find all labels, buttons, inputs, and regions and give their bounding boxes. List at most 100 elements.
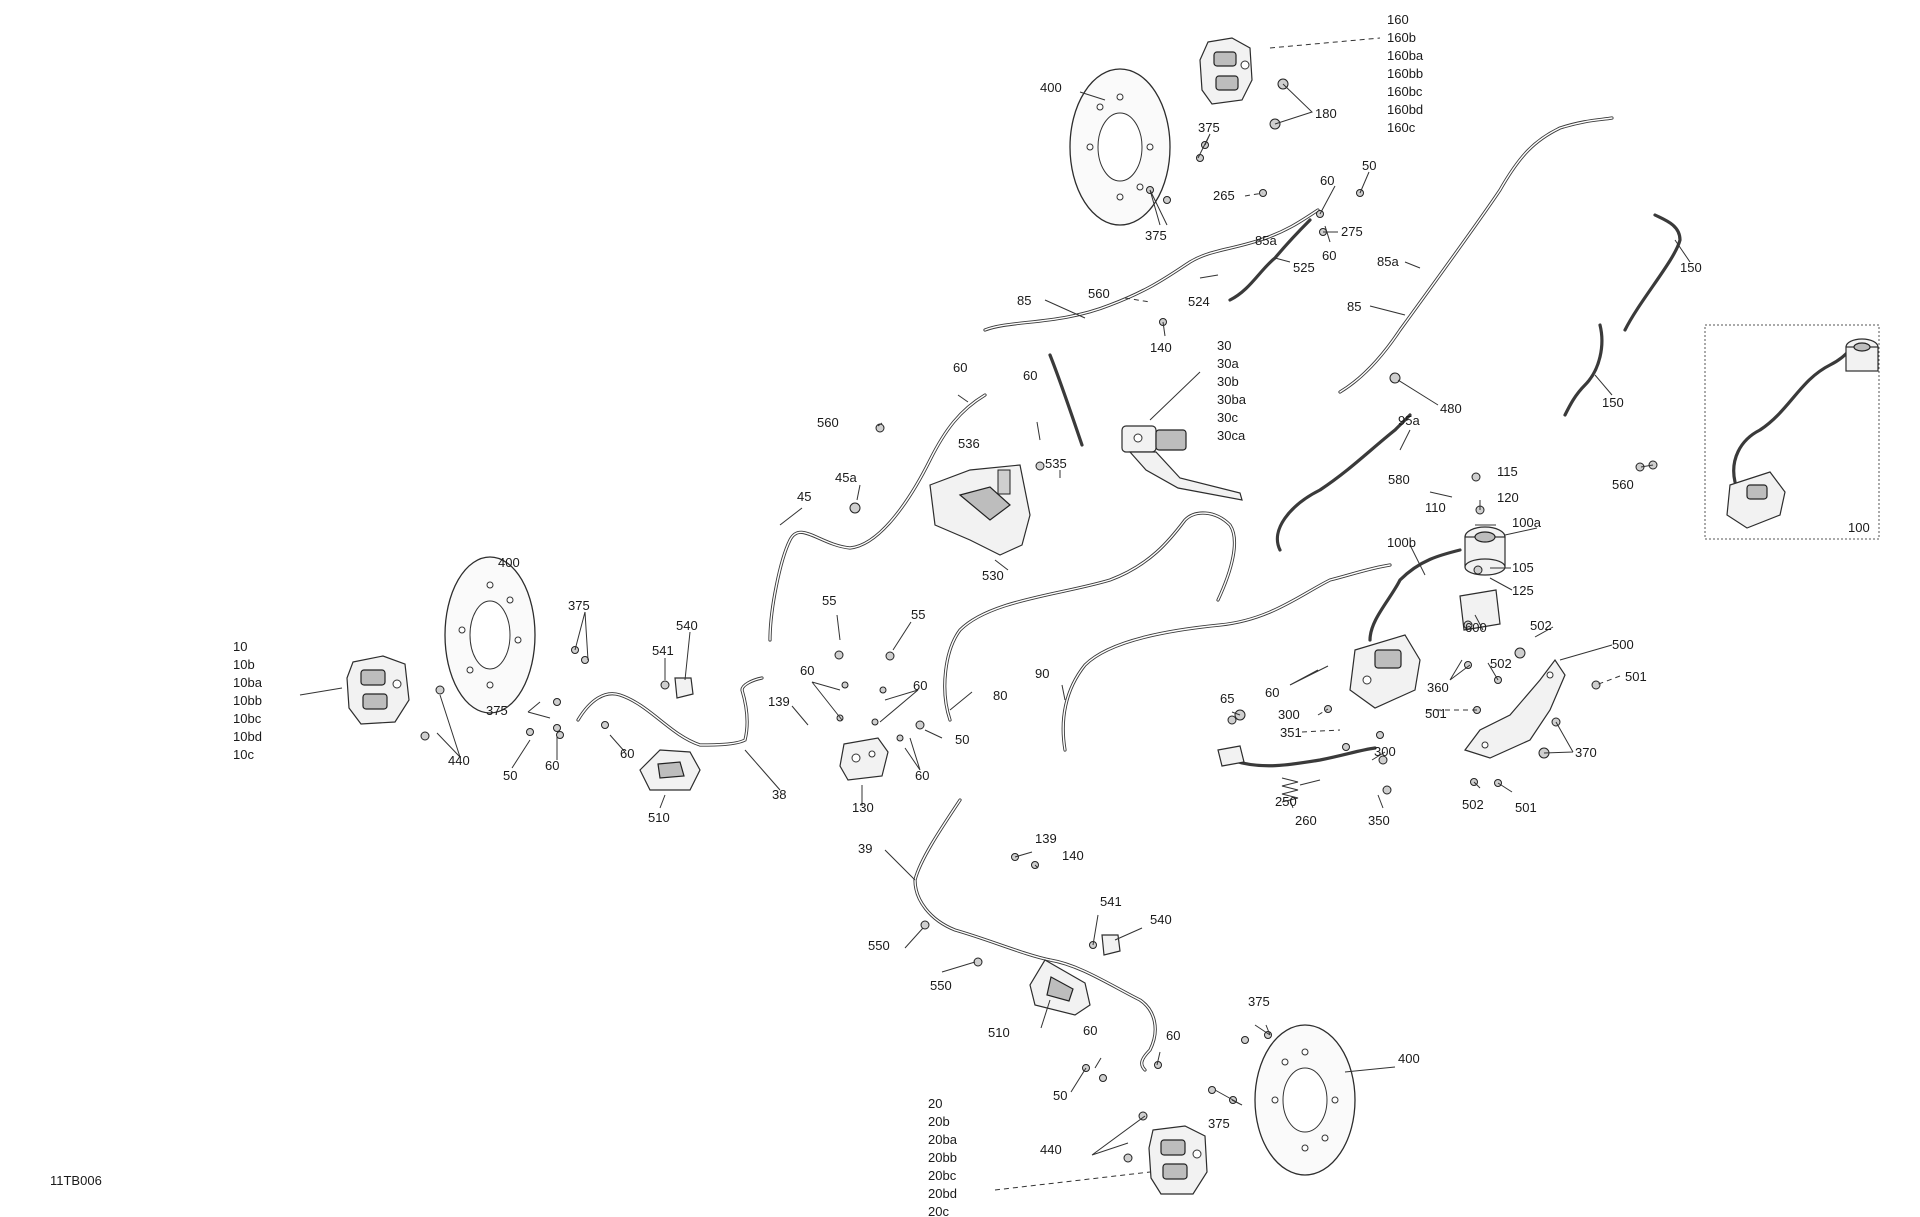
callout-10bb: 10bb [233,693,262,708]
spring-260 [1281,777,1299,803]
callout-20bd: 20bd [928,1186,957,1201]
callout-160c: 160c [1387,120,1416,135]
components [420,78,1880,1163]
callout-375-a: 375 [1198,120,1220,135]
callout-30ba: 30ba [1217,392,1247,407]
callout-502-b: 502 [1490,656,1512,671]
callout-39: 39 [858,841,872,856]
callout-150-a: 150 [1680,260,1702,275]
callout-400-bottom: 400 [1398,1051,1420,1066]
callout-20bb: 20bb [928,1150,957,1165]
callout-480: 480 [1440,401,1462,416]
callout-510-a: 510 [648,810,670,825]
bracket-530 [929,464,1031,556]
sensor-wire-150-lower [1563,323,1604,417]
callout-440-a: 440 [448,753,470,768]
callout-30b: 30b [1217,374,1239,389]
callout-160bd: 160bd [1387,102,1423,117]
sleeve-600 [1459,589,1501,631]
brake-pedal-pad [1217,745,1245,767]
callout-10ba: 10ba [233,675,263,690]
callout-120: 120 [1497,490,1519,505]
brake-rotor-top [1069,68,1171,226]
callout-350: 350 [1368,813,1390,828]
callout-400-left: 400 [498,555,520,570]
callout-530: 530 [982,568,1004,583]
callout-300-a: 300 [1278,707,1300,722]
brake-calipers [346,37,1253,1195]
callout-375-e: 375 [1248,994,1270,1009]
callout-541-a: 541 [652,643,674,658]
callout-labels: 160 160b 160ba 160bb 160bc 160bd 160c 40… [50,12,1870,1217]
callout-370: 370 [1575,745,1597,760]
callout-10: 10 [233,639,247,654]
callout-160bc: 160bc [1387,84,1423,99]
callout-60-i: 60 [913,678,927,693]
callout-525: 525 [1293,260,1315,275]
bracket-500 [1464,658,1566,759]
callout-160b: 160b [1387,30,1416,45]
callout-115: 115 [1497,464,1518,479]
bracket-510-left [639,749,701,791]
sensor-wire-150-upper [1623,213,1682,332]
callout-20ba: 20ba [928,1132,958,1147]
callout-510-b: 510 [988,1025,1010,1040]
brake-line-30-link [1048,353,1084,447]
inset-frame-100 [1704,324,1880,540]
callout-140-b: 140 [1062,848,1084,863]
caliper-160 [1199,37,1253,105]
callout-65: 65 [1220,691,1234,706]
callout-440-b: 440 [1040,1142,1062,1157]
callout-45a: 45a [835,470,857,485]
callout-139-a: 139 [768,694,790,709]
callout-20b: 20b [928,1114,950,1129]
callout-60-l: 60 [1166,1028,1180,1043]
callout-30ca: 30ca [1217,428,1246,443]
brake-pedal-arm-250 [1230,746,1377,768]
callout-375-c: 375 [568,598,590,613]
callout-160: 160 [1387,12,1409,27]
bracket-510-bottom [1029,959,1091,1016]
pedal-master-cylinder [1349,634,1421,709]
callout-360: 360 [1427,680,1449,695]
callout-50-c: 50 [955,732,969,747]
caliper-20 [1148,1125,1208,1195]
callout-550-b: 550 [930,978,952,993]
callout-85-a: 85 [1017,293,1031,308]
callout-10c: 10c [233,747,254,762]
callout-60-d: 60 [1023,368,1037,383]
brake-rotor-bottom [1254,1024,1356,1176]
callout-60-j: 60 [915,768,929,783]
hose-100b [1368,548,1462,642]
callout-10bd: 10bd [233,729,262,744]
callout-130: 130 [852,800,874,815]
callout-250: 250 [1275,794,1297,809]
callout-502-c: 502 [1462,797,1484,812]
callout-536: 536 [958,436,980,451]
callout-560-a: 560 [1088,286,1110,301]
clip-540-left [674,677,694,699]
brake-line-95a [1275,413,1412,552]
brake-line-38 [576,676,764,747]
callout-50-b: 50 [503,768,517,783]
brake-rotors [444,68,1356,1176]
callout-60-c: 60 [953,360,967,375]
callout-375-b: 375 [1145,228,1167,243]
callout-10bc: 10bc [233,711,262,726]
callout-60-a: 60 [1320,173,1334,188]
callout-560-c: 560 [817,415,839,430]
callout-540-a: 540 [676,618,698,633]
callout-20bc: 20bc [928,1168,957,1183]
callout-501-a: 501 [1625,669,1647,684]
callout-541-b: 541 [1100,894,1122,909]
callout-260: 260 [1295,813,1317,828]
callout-50-a: 50 [1362,158,1376,173]
callout-502-a: 502 [1530,618,1552,633]
callout-55-a: 55 [822,593,836,608]
callout-80: 80 [993,688,1007,703]
callout-375-d: 375 [486,703,508,718]
callout-351: 351 [1280,725,1302,740]
callout-20: 20 [928,1096,942,1111]
brake-rotor-left [444,556,536,714]
